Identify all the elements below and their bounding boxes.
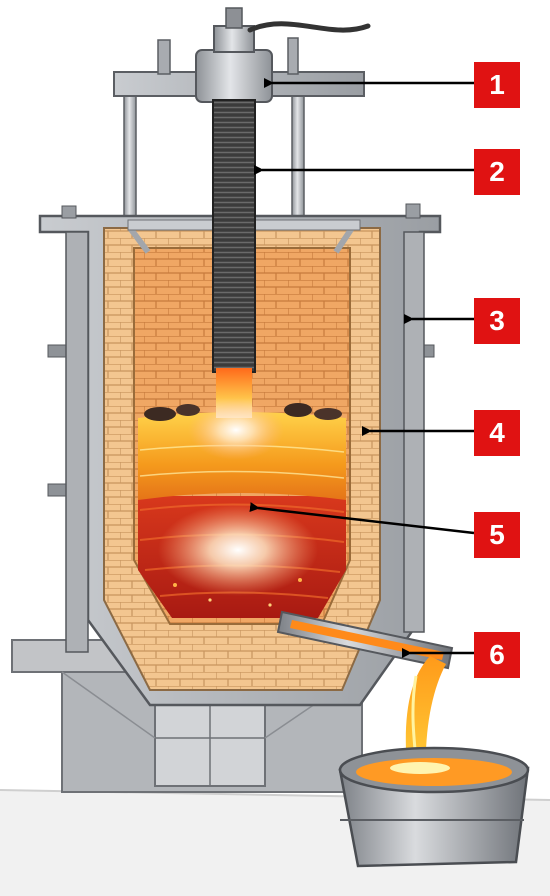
arc-glow — [158, 400, 318, 596]
label-5: 5 — [474, 512, 520, 558]
leader-arrows — [249, 78, 475, 658]
label-2: 2 — [474, 149, 520, 195]
label-1: 1 — [474, 62, 520, 108]
leader-5 — [249, 502, 475, 535]
graphite-electrode — [212, 99, 256, 418]
ladle — [338, 746, 530, 868]
label-4: 4 — [474, 410, 520, 456]
electrode-clamp — [195, 7, 371, 103]
label-3: 3 — [474, 298, 520, 344]
label-6: 6 — [474, 632, 520, 678]
